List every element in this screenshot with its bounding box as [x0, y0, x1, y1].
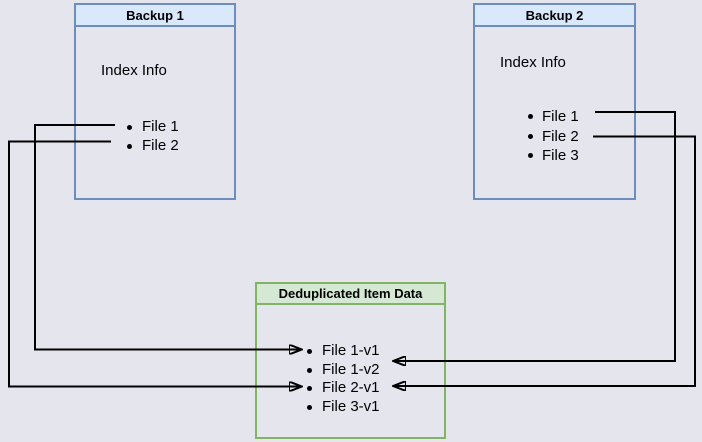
backup2-subtitle: Index Info: [500, 54, 566, 71]
item-label: File 3-v1: [322, 398, 380, 416]
dedup-item-list: File 1-v1 File 1-v2 File 2-v1 File 3-v1: [257, 342, 444, 417]
item-label: File 2-v1: [322, 379, 380, 397]
backup1-box: Backup 1 Index Info File 1 File 2: [74, 3, 236, 200]
bullet-icon: [307, 367, 312, 373]
bullet-icon: [307, 386, 312, 392]
bullet-icon: [307, 349, 312, 354]
backup1-file-item: File 2: [76, 137, 234, 156]
dedup-item: File 2-v1: [257, 379, 444, 398]
bullet-icon: [127, 125, 132, 130]
backup1-subtitle: Index Info: [101, 62, 167, 79]
dedup-title: Deduplicated Item Data: [257, 284, 444, 305]
backup2-box: Backup 2 Index Info File 1 File 2 File 3: [473, 3, 636, 200]
file-label: File 2: [542, 127, 579, 145]
backup1-title: Backup 1: [76, 5, 234, 27]
backup2-title: Backup 2: [475, 5, 634, 27]
file-label: File 1: [542, 108, 579, 125]
dedup-item: File 1-v1: [257, 342, 444, 361]
dedup-item: File 3-v1: [257, 398, 444, 417]
item-label: File 1-v2: [322, 360, 380, 378]
backup2-file-list: File 1 File 2 File 3: [475, 107, 634, 166]
bullet-icon: [127, 143, 132, 149]
file-label: File 3: [542, 147, 579, 164]
backup2-file-item: File 3: [475, 146, 634, 166]
bullet-icon: [528, 133, 533, 139]
bullet-icon: [307, 405, 312, 411]
bullet-icon: [528, 153, 533, 158]
file-label: File 2: [142, 136, 179, 154]
backup2-file-item: File 1: [475, 107, 634, 127]
bullet-icon: [528, 114, 533, 119]
deduplicated-item-data-box: Deduplicated Item Data File 1-v1 File 1-…: [255, 282, 446, 439]
backup2-file-item: File 2: [475, 127, 634, 147]
backup1-file-list: File 1 File 2: [76, 118, 234, 155]
file-label: File 1: [142, 118, 179, 135]
dedup-item: File 1-v2: [257, 361, 444, 380]
item-label: File 1-v1: [322, 342, 380, 359]
backup1-file-item: File 1: [76, 118, 234, 137]
